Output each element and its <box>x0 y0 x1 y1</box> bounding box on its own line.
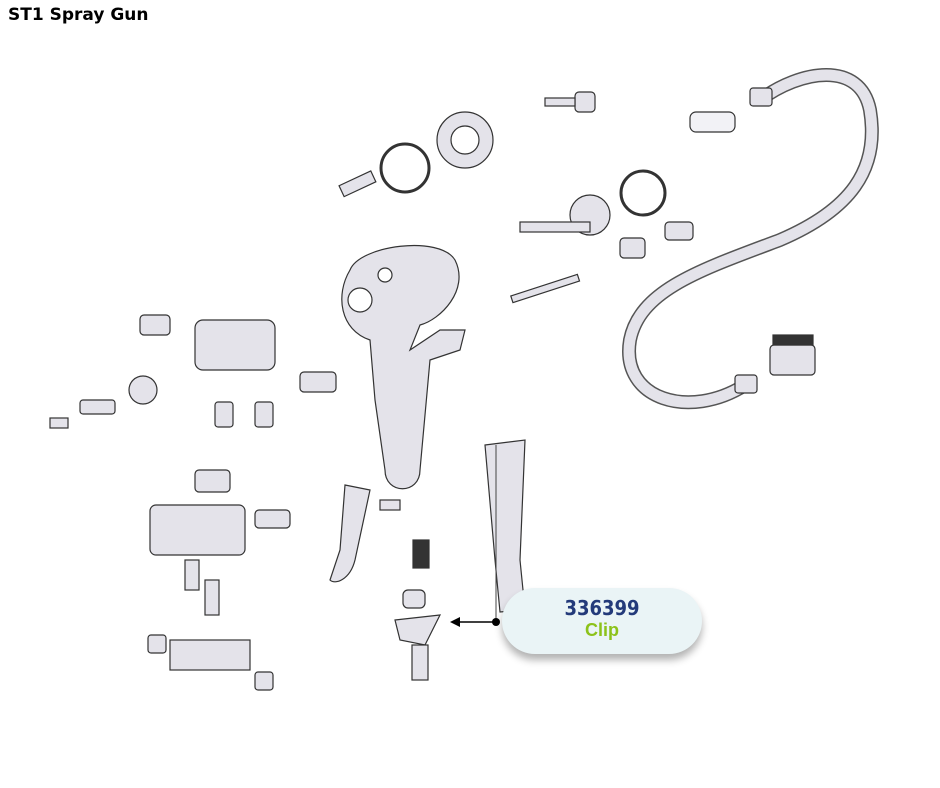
part-number: 336399 <box>564 596 640 620</box>
part-label: Clip <box>585 620 619 640</box>
arrow-head <box>450 617 460 627</box>
part-callout-clip[interactable]: 336399 Clip <box>502 588 702 654</box>
clip-part <box>484 439 526 613</box>
gun-body <box>341 244 466 490</box>
page-title: ST1 Spray Gun <box>8 5 149 25</box>
